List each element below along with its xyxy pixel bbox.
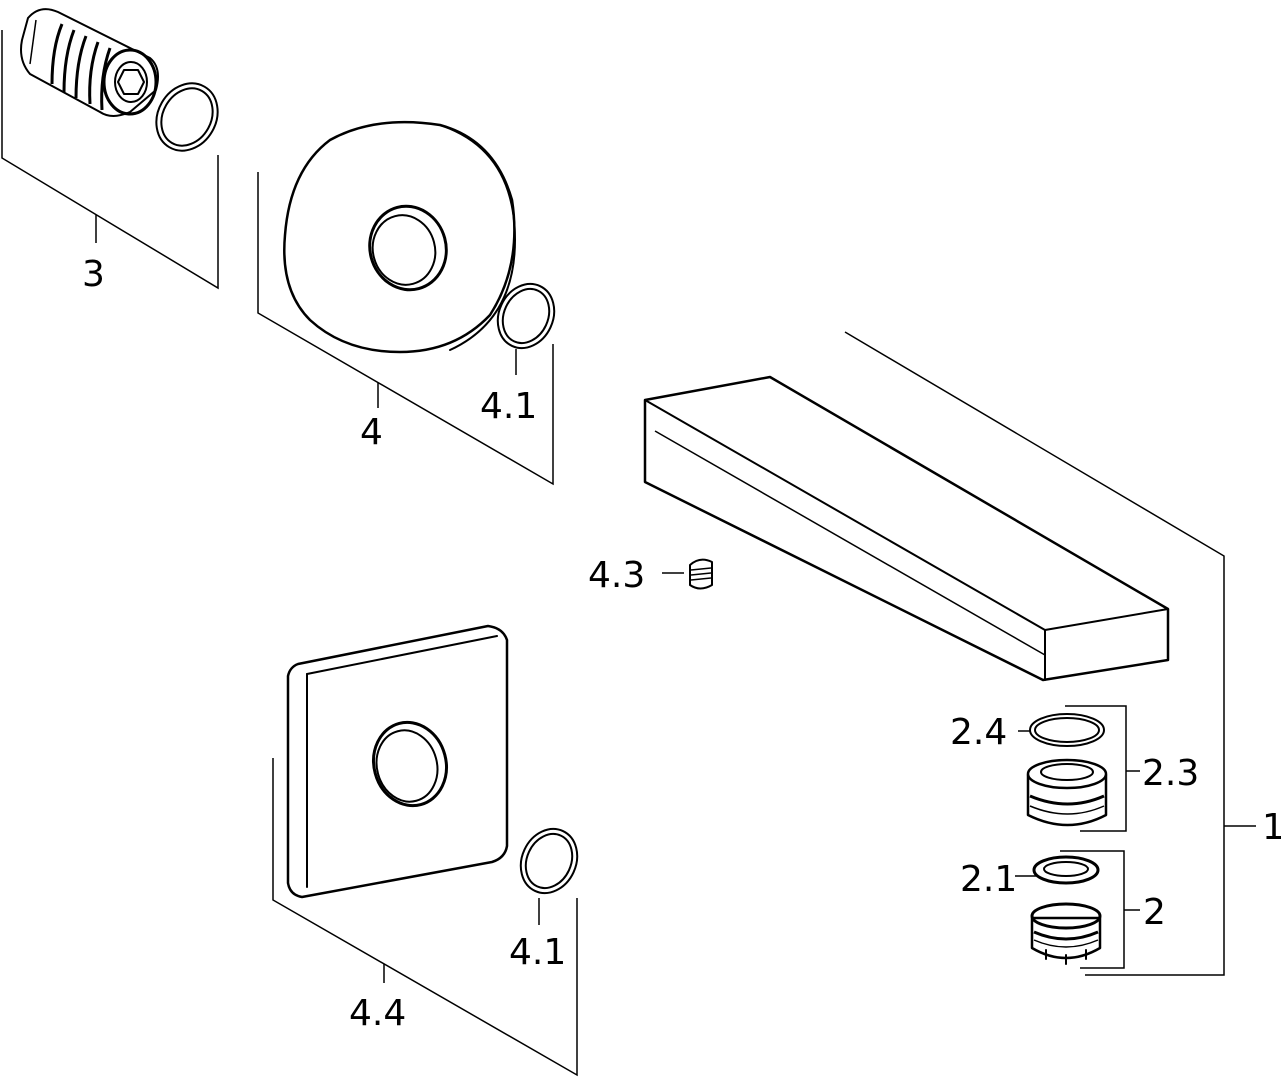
label-part-2-3: 2.3	[1142, 753, 1199, 794]
part-4-bracket	[257, 172, 554, 486]
part-1-spout	[643, 375, 1170, 682]
part-4-round-rosette	[283, 120, 516, 354]
label-part-3: 3	[82, 254, 105, 295]
part-3-bracket	[1, 30, 219, 290]
part-2-aerator	[1030, 902, 1102, 965]
part-4-1-lower-o-ring	[519, 827, 579, 895]
part-2-3-cartridge	[1026, 758, 1108, 827]
label-part-1: 1	[1262, 807, 1281, 848]
label-part-2-1: 2.1	[960, 859, 1017, 900]
label-part-4-1-upper: 4.1	[480, 386, 537, 427]
part-3-o-ring	[155, 82, 219, 152]
part-2-3-bracket	[1065, 705, 1140, 832]
part-4-3-grub-screw	[662, 558, 713, 590]
label-part-2: 2	[1143, 892, 1166, 933]
part-4-1-upper-o-ring	[496, 282, 556, 350]
label-part-4-1-lower: 4.1	[509, 932, 566, 973]
label-part-4: 4	[360, 412, 383, 453]
part-4-4-bracket	[272, 758, 578, 1077]
part-2-4-seal-ring	[1018, 713, 1105, 747]
part-1-bracket	[844, 331, 1256, 976]
part-4-4-square-rosette	[286, 624, 509, 899]
part-3-extension-sleeve	[20, 8, 159, 117]
part-2-1-washer	[1015, 855, 1100, 885]
label-part-4-4: 4.4	[349, 993, 406, 1034]
label-part-4-3: 4.3	[588, 555, 645, 596]
part-2-bracket	[1060, 850, 1140, 969]
label-part-2-4: 2.4	[950, 712, 1007, 753]
